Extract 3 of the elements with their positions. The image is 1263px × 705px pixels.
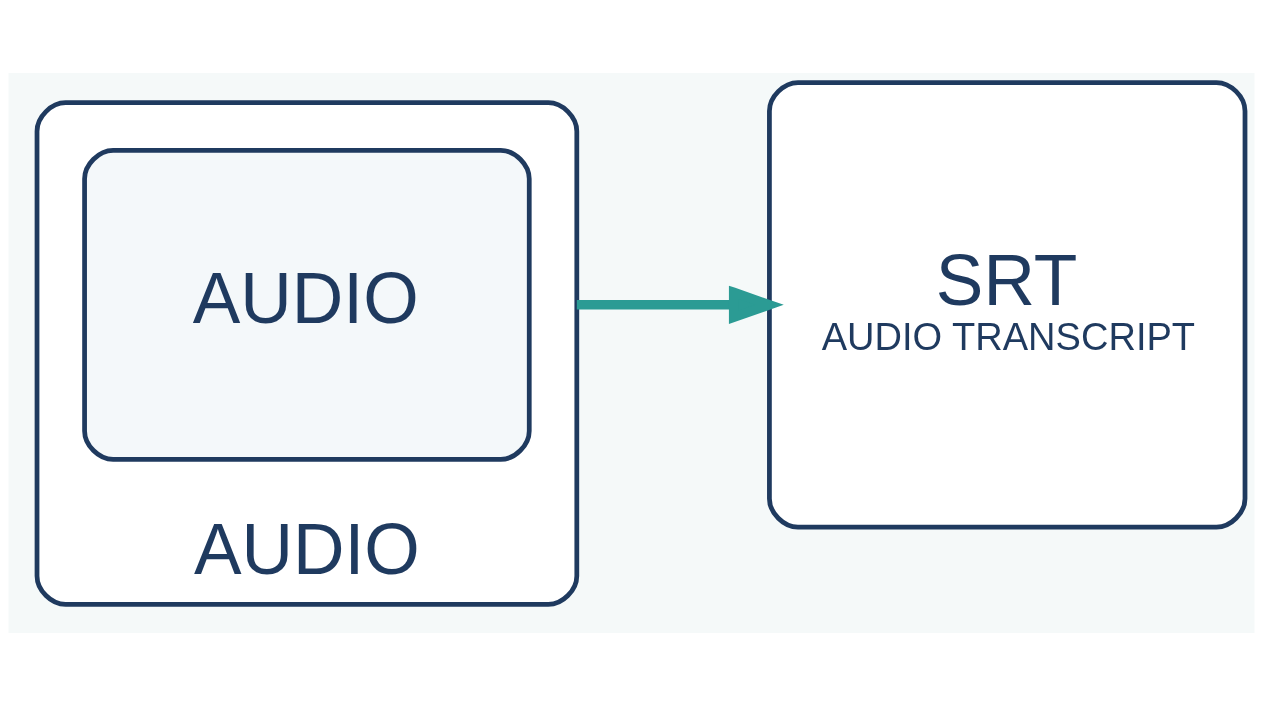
node-box: AUDIO [82,147,532,462]
node-box: SRT AUDIO TRANSCRIPT [767,79,1248,530]
arrow [576,285,784,324]
